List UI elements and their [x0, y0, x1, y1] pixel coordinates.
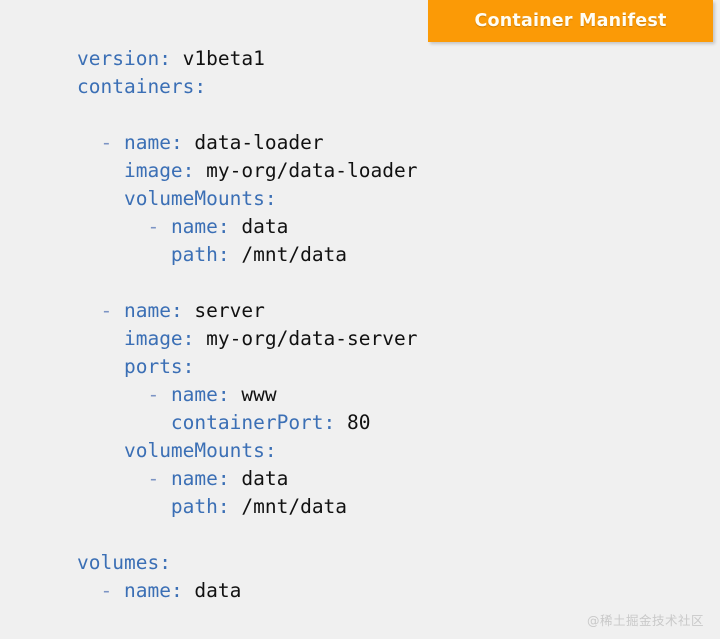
code-line: image: my-org/data-loader — [77, 157, 418, 185]
yaml-key: containerPort — [170, 411, 324, 434]
code-indent — [77, 215, 147, 238]
code-line: version: v1beta1 — [77, 45, 417, 73]
code-indent — [77, 299, 100, 322]
yaml-colon: : — [159, 47, 171, 70]
code-line: - name: data — [77, 465, 417, 493]
code-line: - name: data — [77, 213, 417, 241]
yaml-colon: : — [217, 467, 230, 490]
yaml-key: containers — [77, 75, 195, 98]
list-dash: - — [147, 383, 171, 406]
code-line: ports: — [77, 353, 417, 381]
yaml-key: name — [170, 215, 218, 238]
code-indent — [77, 243, 171, 266]
yaml-colon: : — [217, 495, 230, 518]
yaml-value: server — [182, 299, 265, 322]
yaml-value: data-loader — [182, 131, 324, 154]
code-line: volumeMounts: — [77, 437, 417, 465]
code-line: path: /mnt/data — [77, 241, 417, 269]
yaml-key: volumes — [77, 551, 160, 574]
yaml-colon: : — [217, 383, 230, 406]
code-line: path: /mnt/data — [77, 493, 417, 521]
yaml-value: www — [229, 383, 277, 406]
yaml-colon: : — [194, 75, 207, 98]
code-indent — [77, 439, 124, 462]
code-line-blank — [77, 269, 417, 297]
code-line: - name: data — [77, 577, 417, 605]
code-indent — [77, 411, 171, 434]
yaml-value: data — [229, 215, 289, 238]
code-indent — [77, 579, 100, 602]
banner-title-text: Container Manifest — [474, 11, 667, 31]
code-line: volumeMounts: — [77, 185, 417, 213]
code-indent — [77, 495, 171, 518]
yaml-colon: : — [182, 355, 195, 378]
code-line-blank — [77, 521, 417, 549]
code-line: containerPort: 80 — [77, 409, 417, 437]
yaml-value: v1beta1 — [170, 47, 265, 70]
yaml-colon: : — [170, 131, 183, 154]
code-indent — [77, 187, 124, 210]
list-dash: - — [147, 467, 171, 490]
watermark: @稀土掘金技术社区 — [586, 613, 704, 628]
yaml-colon: : — [182, 159, 195, 182]
list-dash: - — [100, 131, 124, 154]
yaml-key: path — [170, 243, 218, 266]
yaml-key: version — [77, 47, 160, 70]
yaml-colon: : — [159, 551, 171, 574]
yaml-key: volumeMounts — [123, 187, 265, 210]
yaml-colon: : — [182, 327, 195, 350]
yaml-colon: : — [217, 243, 230, 266]
code-indent — [77, 467, 147, 490]
yaml-value: my-org/data-loader — [194, 159, 418, 182]
code-line: image: my-org/data-server — [77, 325, 418, 353]
yaml-value: /mnt/data — [229, 243, 348, 266]
yaml-key: volumeMounts — [123, 439, 265, 462]
yaml-value: 80 — [335, 411, 371, 434]
code-indent — [77, 355, 124, 378]
yaml-colon: : — [170, 299, 183, 322]
yaml-key: ports — [123, 355, 183, 378]
code-line: - name: data-loader — [77, 129, 417, 157]
yaml-key: name — [123, 579, 171, 602]
yaml-colon: : — [217, 215, 230, 238]
yaml-value: data — [229, 467, 289, 490]
title-banner: Container Manifest — [428, 0, 713, 42]
code-indent — [77, 131, 100, 154]
list-dash: - — [100, 299, 124, 322]
yaml-colon: : — [170, 579, 183, 602]
yaml-key: image — [123, 159, 183, 182]
code-line: containers: — [77, 73, 417, 101]
code-line: - name: server — [77, 297, 417, 325]
code-line: volumes: — [77, 549, 417, 577]
yaml-colon: : — [323, 411, 336, 434]
yaml-colon: : — [264, 187, 277, 210]
yaml-key: name — [170, 383, 218, 406]
yaml-value: data — [182, 579, 242, 602]
yaml-value: /mnt/data — [229, 495, 348, 518]
yaml-colon: : — [264, 439, 277, 462]
code-line-blank — [77, 101, 417, 129]
list-dash: - — [147, 215, 171, 238]
code-line: - name: www — [77, 381, 417, 409]
yaml-key: name — [123, 131, 171, 154]
yaml-key: image — [123, 327, 183, 350]
code-indent — [77, 383, 147, 406]
yaml-key: name — [123, 299, 171, 322]
yaml-value: my-org/data-server — [194, 327, 418, 350]
code-indent — [77, 327, 124, 350]
list-dash: - — [100, 579, 124, 602]
yaml-key: path — [170, 495, 218, 518]
code-indent — [77, 159, 124, 182]
yaml-key: name — [170, 467, 218, 490]
